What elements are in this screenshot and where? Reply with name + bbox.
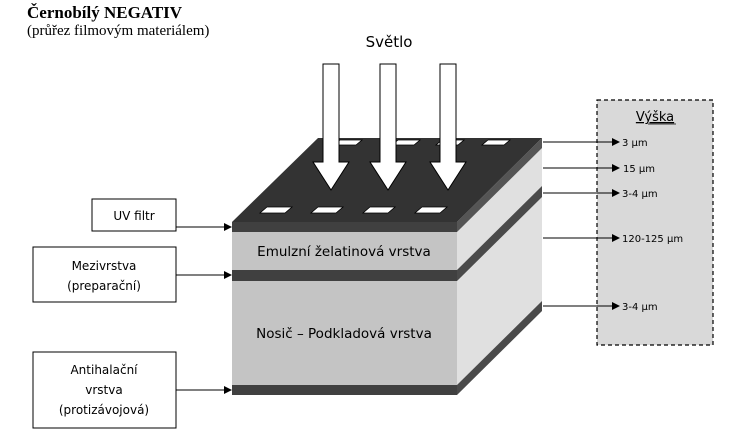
antihalation-label-line1: Antihalační [70, 363, 138, 377]
front-base-layer [232, 281, 457, 385]
diagram-title: Černobílý NEGATIV [27, 3, 183, 22]
antihalation-label-line3: (protizávojová) [59, 403, 149, 417]
front-interlayer-band [232, 270, 457, 281]
side-band-antihalation [457, 301, 542, 395]
side-band-uv [457, 138, 542, 232]
uv-filter-label: UV filtr [113, 209, 154, 223]
height-value-1: 3 µm [622, 138, 648, 149]
height-pointers [543, 138, 620, 310]
height-panel-heading: Výška [636, 110, 674, 125]
uv-filter-box [91, 198, 177, 232]
light-arrows [312, 63, 467, 191]
silver-grains-front [258, 206, 449, 214]
interlayer-box [32, 246, 177, 303]
antihalation-box [32, 351, 177, 429]
light-arrow-2 [369, 63, 407, 191]
light-arrow-3 [429, 63, 467, 191]
front-antihalation-band [232, 385, 457, 395]
emulsion-layer-label: Emulzní želatinová vrstva [257, 244, 431, 260]
interlayer-label-line2: (preparační) [67, 279, 141, 293]
front-uv-band [232, 222, 457, 232]
height-value-4: 120-125 µm [622, 234, 683, 245]
side-band-interlayer [457, 186, 542, 281]
antihalation-label-line2: vrstva [85, 383, 122, 397]
light-label: Světlo [366, 33, 413, 51]
height-value-3: 3-4 µm [622, 189, 658, 200]
height-value-2: 15 µm [623, 164, 655, 175]
height-value-5: 3-4 µm [622, 302, 658, 313]
light-arrow-1 [312, 63, 350, 191]
front-emulsion-layer [232, 232, 457, 270]
diagram-subtitle: (průřez filmovým materiálem) [27, 23, 210, 39]
interlayer-label-line1: Mezivrstva [72, 259, 137, 273]
base-layer-label: Nosič – Podkladová vrstva [256, 326, 432, 342]
